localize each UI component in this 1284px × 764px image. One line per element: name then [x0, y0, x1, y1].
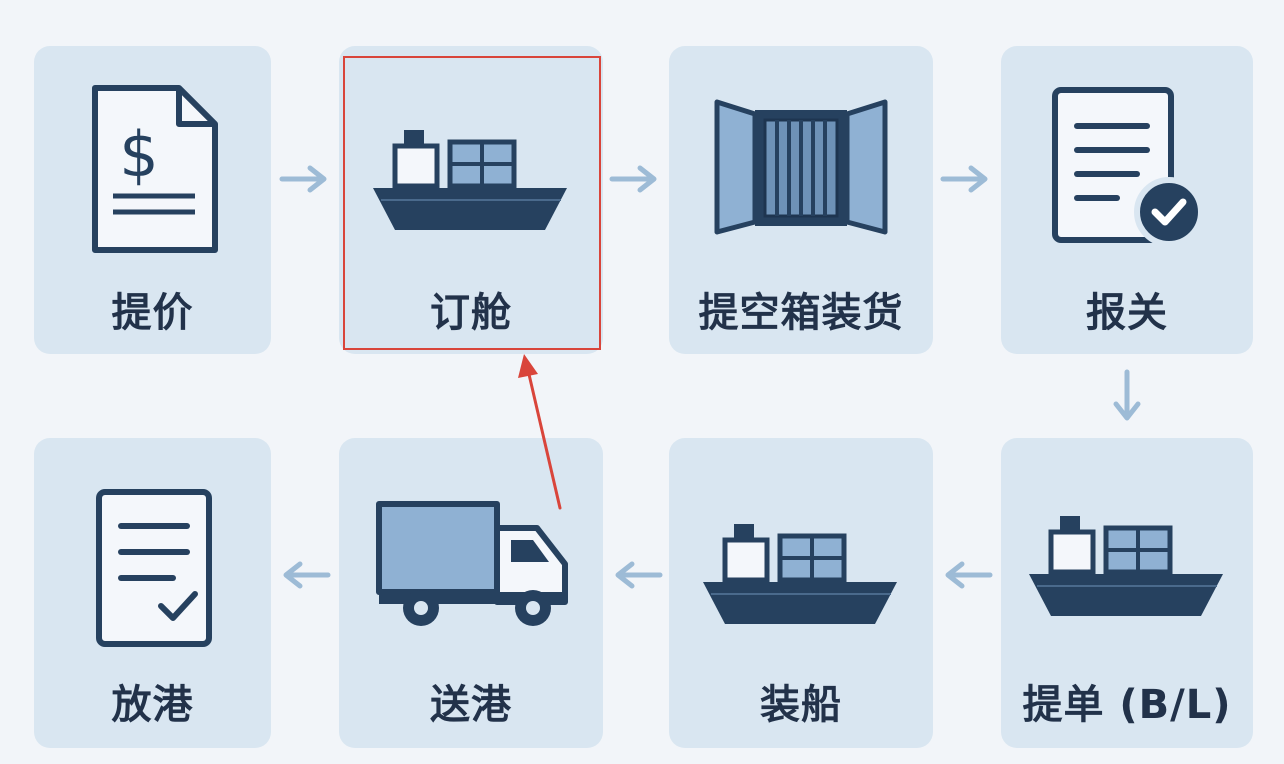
step-card-ship-loading: 装船: [669, 438, 933, 748]
checklist-document-icon: [34, 486, 271, 656]
step-label: 提空箱装货: [698, 290, 904, 336]
svg-text:$: $: [119, 118, 158, 191]
annotation-arrow-icon: [518, 354, 562, 510]
step-label: 提单 (B/L): [1022, 682, 1232, 728]
invoice-dollar-icon: $: [34, 82, 271, 257]
arrow-down-icon: [1113, 369, 1141, 421]
step-label: 提价: [111, 290, 194, 336]
step-card-port-release: 放港: [34, 438, 271, 748]
arrow-right-icon: [279, 165, 327, 193]
highlight-box: [343, 56, 601, 350]
arrow-left-icon: [615, 561, 663, 589]
step-card-container-loading: 提空箱装货: [669, 46, 933, 354]
arrow-left-icon: [283, 561, 331, 589]
step-label: 报关: [1086, 290, 1168, 336]
open-container-icon: [669, 98, 933, 238]
step-label: 装船: [760, 682, 842, 728]
step-card-bill-of-lading: 提单 (B/L): [1001, 438, 1253, 748]
step-label: 订舱: [430, 290, 512, 336]
cargo-ship-icon: [669, 520, 933, 630]
step-card-quote: $ 提价: [34, 46, 271, 354]
delivery-truck-icon: [339, 498, 603, 638]
document-check-icon: [1001, 84, 1253, 254]
cargo-ship-icon: [1001, 512, 1253, 622]
cargo-ship-icon: [339, 126, 603, 236]
arrow-right-icon: [940, 165, 988, 193]
step-card-port-delivery: 送港: [339, 438, 603, 748]
step-card-booking: 订舱: [339, 46, 603, 354]
arrow-right-icon: [609, 165, 657, 193]
step-label: 放港: [111, 682, 194, 728]
arrow-left-icon: [945, 561, 993, 589]
step-label: 送港: [430, 682, 512, 728]
step-card-customs: 报关: [1001, 46, 1253, 354]
